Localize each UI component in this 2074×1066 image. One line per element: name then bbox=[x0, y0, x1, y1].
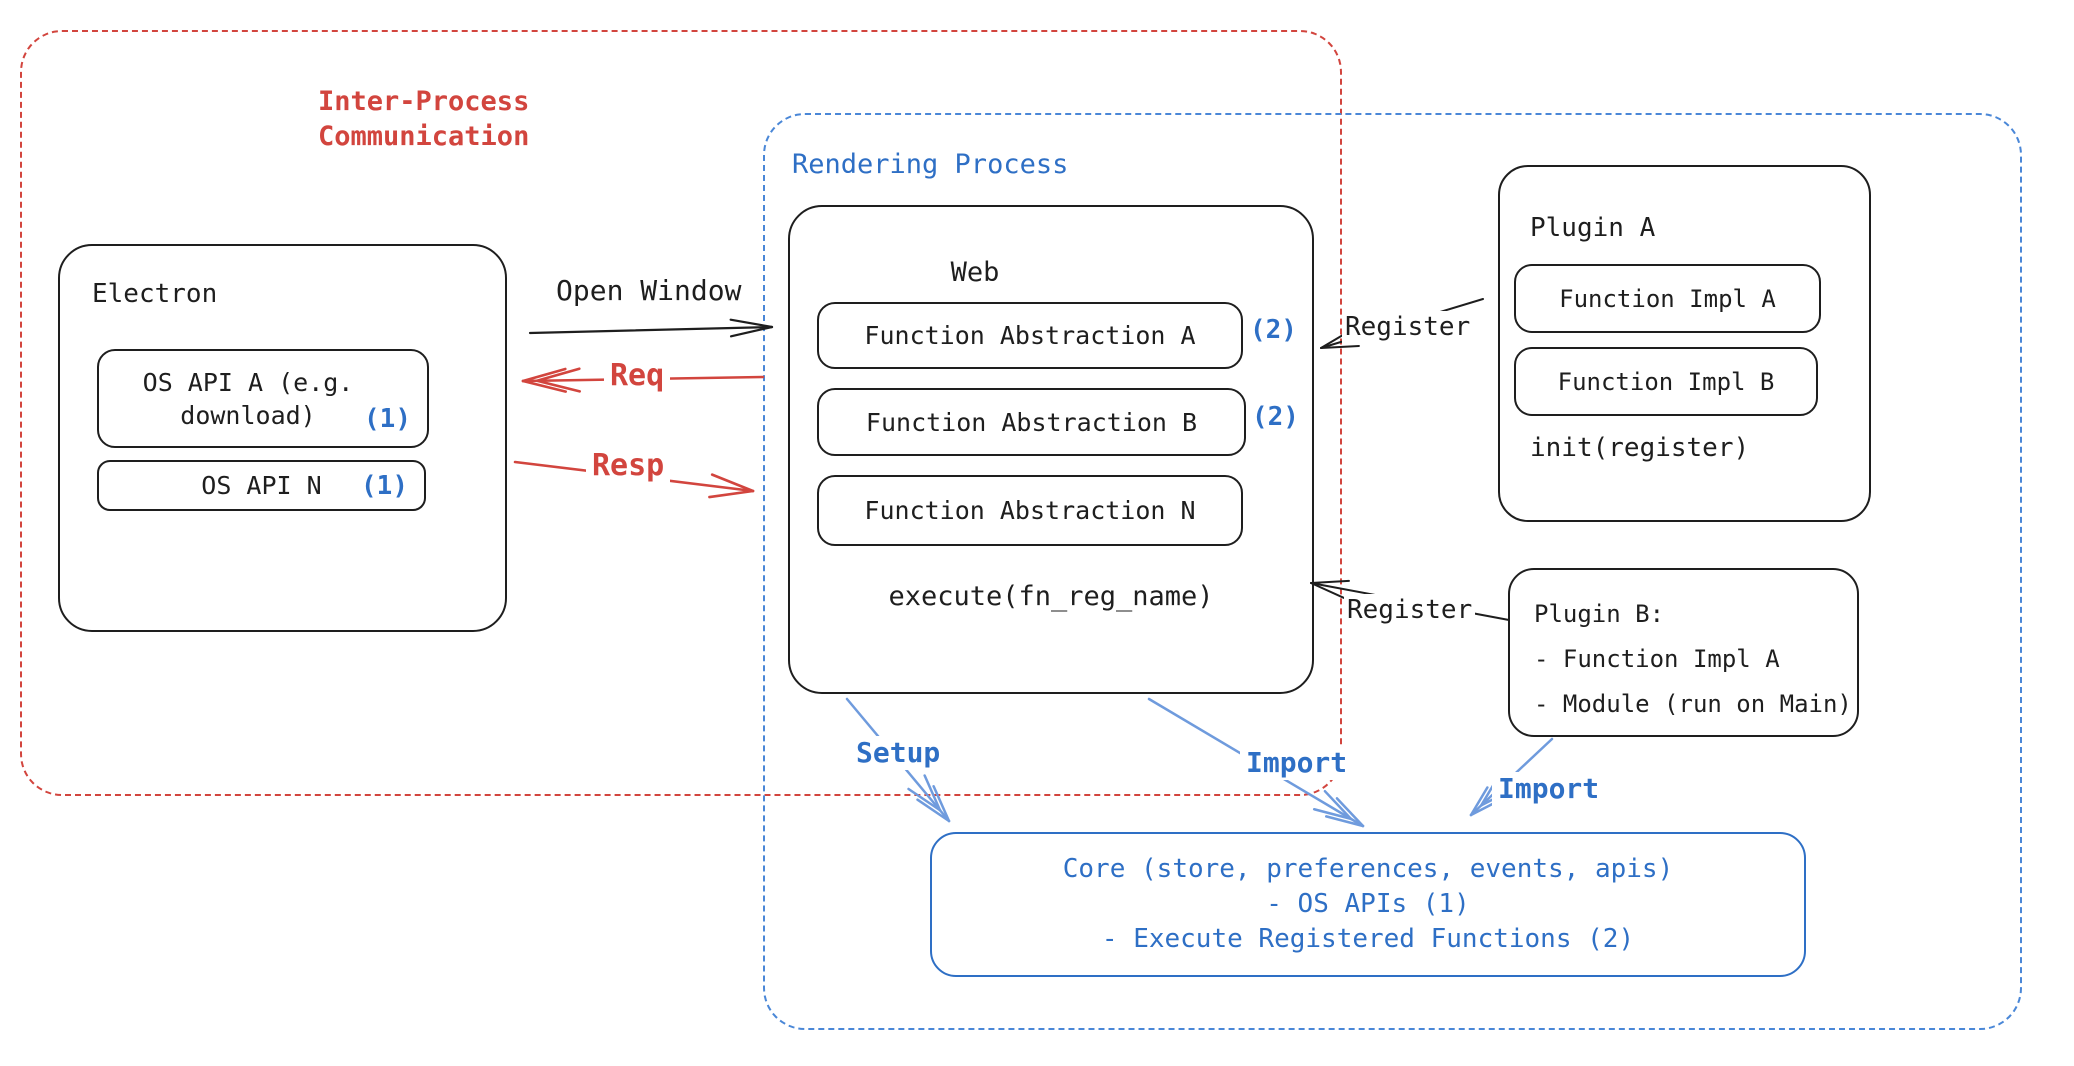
os-api-n-box: OS API N (1) bbox=[97, 460, 426, 511]
function-abstraction-a-badge: (2) bbox=[1250, 315, 1297, 345]
electron-title: Electron bbox=[92, 279, 218, 309]
function-abstraction-b-box: Function Abstraction B bbox=[817, 388, 1246, 456]
plugin-a-box: Plugin A Function Impl A Function Impl B… bbox=[1498, 165, 1871, 522]
req-label: Req bbox=[604, 358, 671, 393]
ipc-group-frame bbox=[20, 30, 1342, 796]
function-abstraction-b-label: Function Abstraction B bbox=[865, 407, 1198, 437]
register-a-label: Register bbox=[1342, 311, 1474, 344]
execute-fn-label: execute(fn_reg_name) bbox=[888, 581, 1214, 612]
function-impl-a-label: Function Impl A bbox=[1559, 284, 1776, 313]
function-impl-b-label: Function Impl B bbox=[1557, 367, 1775, 396]
os-api-a-line2: download) bbox=[180, 400, 316, 430]
ipc-label-line2: Communication bbox=[318, 121, 530, 152]
rendering-process-label: Rendering Process bbox=[792, 149, 1069, 180]
register-b-label: Register bbox=[1344, 594, 1476, 627]
plugin-b-item-1: - Function Impl A bbox=[1534, 645, 1780, 673]
os-api-a-label: OS API A (e.g.download) bbox=[143, 366, 384, 432]
rendering-process-frame bbox=[763, 113, 2022, 1030]
open-window-label: Open Window bbox=[556, 274, 742, 307]
function-abstraction-b-badge: (2) bbox=[1252, 402, 1299, 432]
core-line2: - OS APIs (1) bbox=[1266, 889, 1470, 919]
plugin-b-content: Plugin B: - Function Impl A - Module (run … bbox=[1534, 592, 1852, 727]
os-api-a-line1: OS API A (e.g. bbox=[142, 367, 354, 397]
function-impl-a-box: Function Impl A bbox=[1514, 264, 1821, 333]
os-api-a-badge: (1) bbox=[364, 404, 411, 434]
import-plugin-label: Import bbox=[1492, 772, 1606, 806]
core-box: Core (store, preferences, events, apis) -… bbox=[930, 832, 1806, 977]
web-box: Web Function Abstraction A (2) Function … bbox=[788, 205, 1314, 694]
function-impl-b-box: Function Impl B bbox=[1514, 347, 1818, 416]
plugin-b-title: Plugin B: bbox=[1534, 600, 1665, 628]
os-api-n-badge: (1) bbox=[361, 471, 408, 501]
core-line3: - Execute Registered Functions (2) bbox=[1101, 924, 1635, 954]
function-abstraction-n-label: Function Abstraction N bbox=[864, 496, 1196, 525]
ipc-label-line1: Inter-Process bbox=[318, 86, 530, 117]
resp-label: Resp bbox=[586, 448, 671, 483]
import-web-label: Import bbox=[1240, 746, 1354, 780]
plugin-a-title: Plugin A bbox=[1530, 213, 1656, 243]
plugin-b-item-2: - Module (run on Main) bbox=[1534, 690, 1852, 718]
electron-box: Electron OS API A (e.g.download) (1) OS … bbox=[58, 244, 507, 632]
core-content: Core (store, preferences, events, apis) -… bbox=[932, 834, 1804, 975]
core-line1: Core (store, preferences, events, apis) bbox=[1062, 854, 1674, 884]
os-api-a-box: OS API A (e.g.download) (1) bbox=[97, 349, 429, 448]
function-abstraction-a-label: Function Abstraction A bbox=[864, 321, 1196, 350]
web-title: Web bbox=[950, 257, 1000, 288]
function-abstraction-n-box: Function Abstraction N bbox=[817, 475, 1243, 546]
function-abstraction-a-box: Function Abstraction A bbox=[817, 302, 1243, 369]
plugin-b-box: Plugin B: - Function Impl A - Module (run … bbox=[1508, 568, 1859, 737]
os-api-n-label: OS API N bbox=[201, 471, 322, 500]
plugin-a-init-label: init(register) bbox=[1530, 433, 1750, 463]
setup-label: Setup bbox=[850, 736, 947, 770]
